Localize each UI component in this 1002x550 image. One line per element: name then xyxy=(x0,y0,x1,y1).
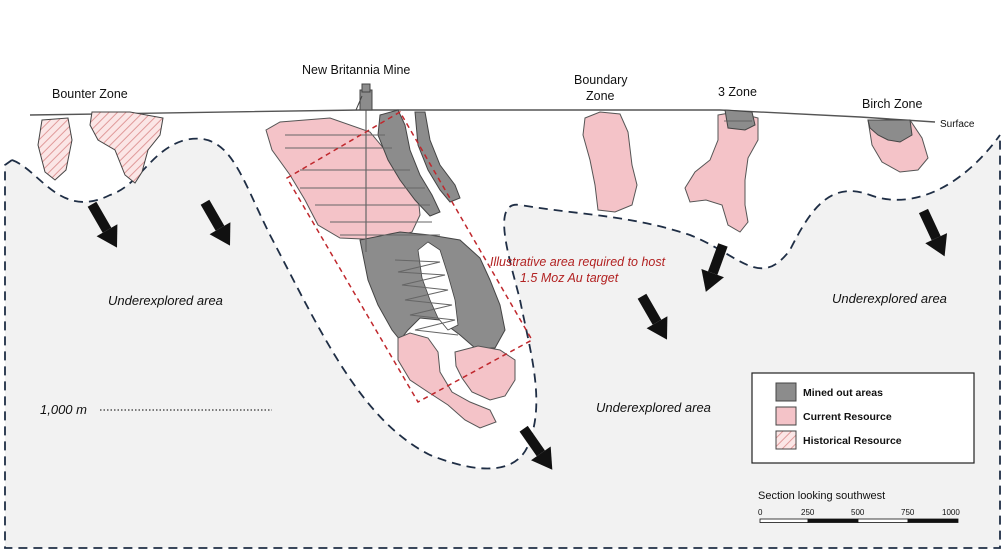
underexplored-label-south: Underexplored area xyxy=(596,400,711,415)
depth-label: 1,000 m xyxy=(40,402,87,417)
scale-tick-250: 250 xyxy=(801,508,815,517)
birch-mined-body xyxy=(867,119,913,143)
underexplored-label-east: Underexplored area xyxy=(832,291,947,306)
underexplored-region xyxy=(5,135,1000,548)
britannia-mined-east-lens xyxy=(414,111,461,203)
legend-label-current: Current Resource xyxy=(803,411,892,423)
three-zone-label: 3 Zone xyxy=(718,85,757,99)
down-right-arrow-icon xyxy=(637,293,668,340)
britannia-lower-resource-west xyxy=(397,332,497,429)
legend-swatch-current xyxy=(775,406,797,426)
bounter-zone-label: Bounter Zone xyxy=(52,87,128,101)
britannia-core-gap xyxy=(417,241,459,331)
surface-line xyxy=(29,109,936,123)
legend-label-historical: Historical Resource xyxy=(803,435,902,447)
legend: Mined out areas Current Resource Histori… xyxy=(751,372,975,464)
drill-lines-upper xyxy=(285,134,440,236)
three-zone-resource-body xyxy=(684,111,759,233)
scale-bar: Section looking southwest 0 250 500 750 … xyxy=(758,490,960,523)
outer-boundary xyxy=(4,135,1001,549)
boundary-zone-label-line1: Boundary xyxy=(574,73,628,87)
down-right-arrow-icon xyxy=(87,201,118,248)
birch-zone-label: Birch Zone xyxy=(862,97,922,111)
boundary-resource-body xyxy=(582,111,638,213)
drill-zigzag-deep xyxy=(394,259,459,336)
legend-swatch-historical xyxy=(775,430,797,450)
surface-label: Surface xyxy=(940,119,975,130)
down-right-arrow-icon xyxy=(200,199,231,246)
new-britannia-label: New Britannia Mine xyxy=(302,63,410,77)
britannia-lower-resource-east xyxy=(454,345,516,401)
scale-tick-500: 500 xyxy=(851,508,865,517)
britannia-mined-upper xyxy=(377,109,441,217)
section-title: Section looking southwest xyxy=(758,490,885,502)
legend-swatch-mined xyxy=(775,382,797,402)
target-label-line1: Illustrative area required to host xyxy=(490,255,666,269)
scale-tick-1000: 1000 xyxy=(942,508,960,517)
headframe-icon xyxy=(355,83,373,111)
bounter-historical-body-west xyxy=(37,117,73,181)
scale-tick-750: 750 xyxy=(901,508,915,517)
scale-tick-0: 0 xyxy=(758,508,763,517)
target-label-line2: 1.5 Moz Au target xyxy=(520,271,619,285)
underexplored-label-west: Underexplored area xyxy=(108,293,223,308)
underexplored-boundary xyxy=(11,134,1001,470)
legend-label-mined: Mined out areas xyxy=(803,387,883,399)
three-zone-mined-body xyxy=(724,109,756,131)
down-right-arrow-icon xyxy=(701,243,728,292)
down-right-arrow-icon xyxy=(519,425,553,470)
bounter-historical-body-east xyxy=(89,111,164,184)
down-right-arrow-icon xyxy=(918,208,948,257)
boundary-zone-label-line2: Zone xyxy=(586,89,615,103)
